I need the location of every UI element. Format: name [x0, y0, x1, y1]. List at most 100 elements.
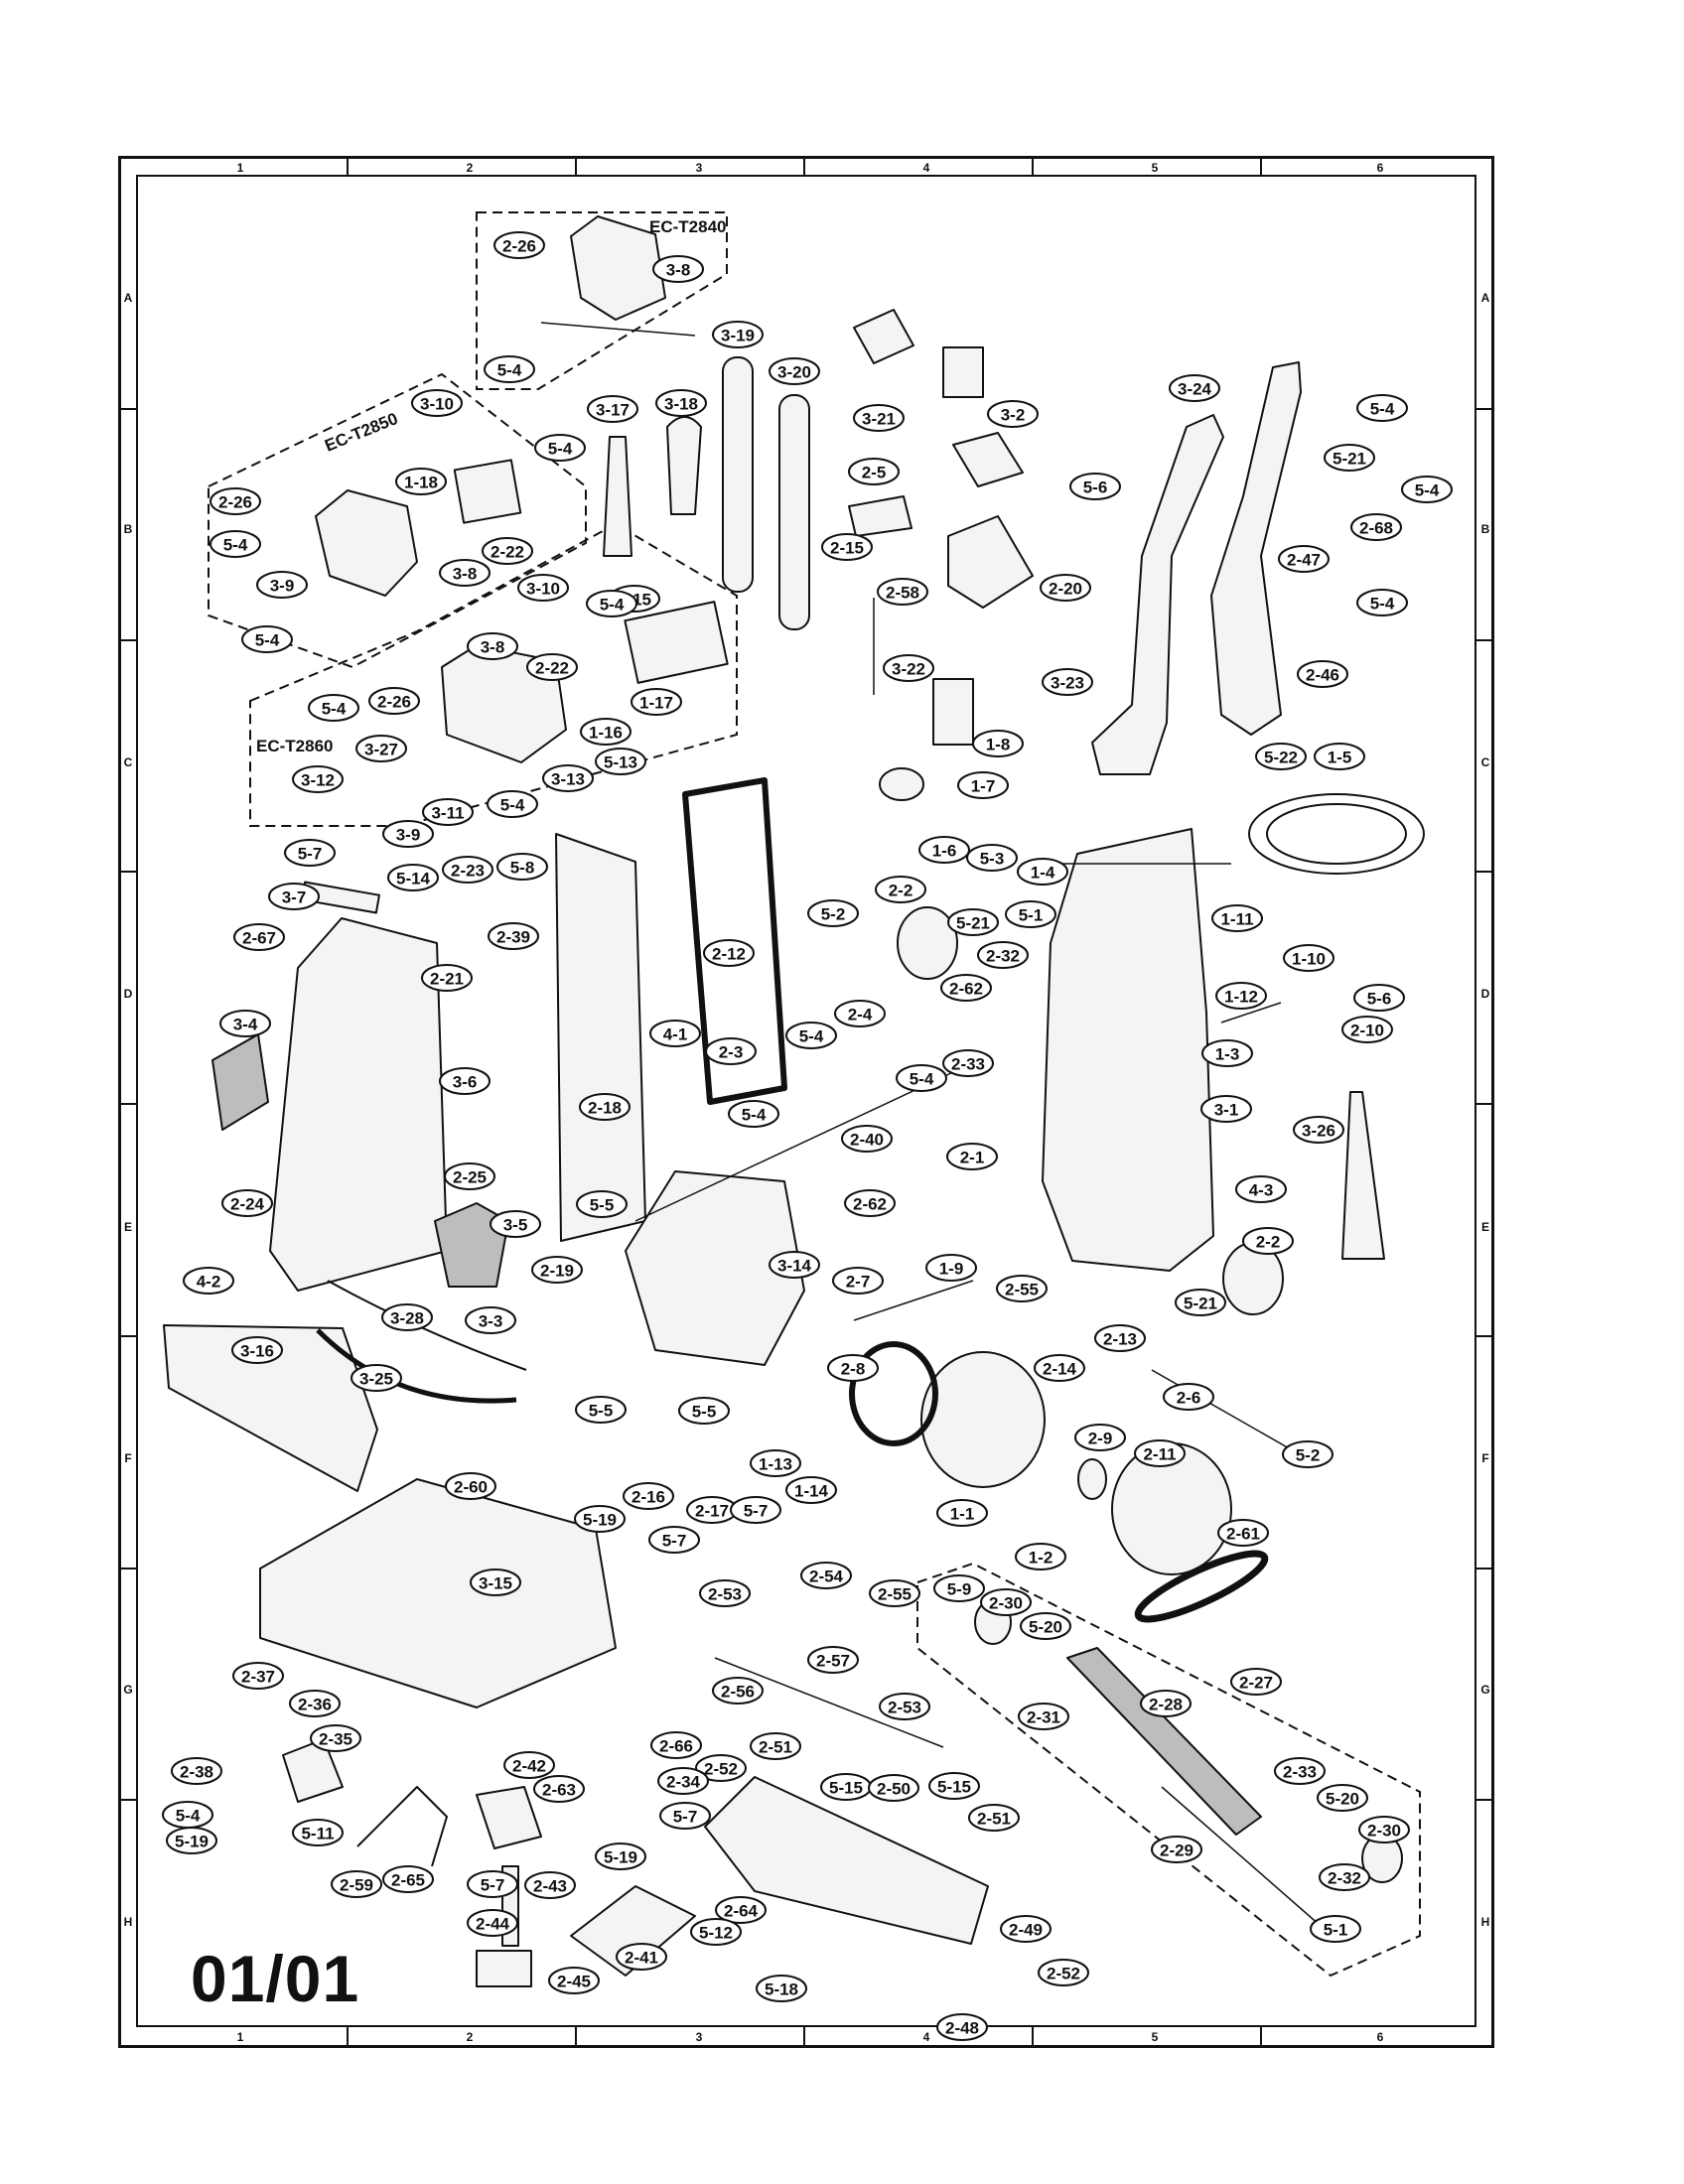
callout-balloon — [310, 1724, 361, 1752]
variant-box-t2850 — [208, 372, 587, 669]
callout-2-32: 2-32 — [977, 941, 1029, 969]
callout-label: 5-5 — [589, 1402, 614, 1421]
callout-2-61: 2-61 — [1217, 1519, 1269, 1547]
callout-label: 3-21 — [862, 410, 896, 429]
callout-5-7: 5-7 — [648, 1526, 700, 1554]
grid-row-right-b: B — [1480, 522, 1490, 536]
callout-balloon — [1163, 1383, 1214, 1411]
callout-label: 3-13 — [551, 770, 585, 789]
callout-balloon — [231, 1336, 283, 1364]
callout-label: 2-33 — [1283, 1763, 1317, 1782]
callout-label: 3-27 — [364, 741, 398, 759]
callout-balloon — [1356, 394, 1408, 422]
callout-2-33: 2-33 — [942, 1049, 994, 1077]
callout-5-7: 5-7 — [467, 1870, 518, 1898]
callout-label: 2-22 — [535, 659, 569, 678]
callout-balloon — [579, 1093, 631, 1121]
callout-3-16: 3-16 — [231, 1336, 283, 1364]
callout-label: 1-16 — [589, 724, 623, 743]
callout-balloon — [268, 883, 320, 910]
callout-5-1: 5-1 — [1310, 1915, 1361, 1943]
callout-balloon — [444, 1162, 495, 1190]
callout-balloon — [868, 1774, 919, 1802]
callout-balloon — [496, 853, 548, 881]
callout-3-6: 3-6 — [439, 1067, 491, 1095]
callout-label: 2-10 — [1350, 1022, 1384, 1040]
callout-balloon — [308, 694, 359, 722]
callout-label: 5-6 — [1367, 990, 1392, 1009]
callout-balloon — [1134, 1439, 1186, 1467]
callout-label: 3-9 — [270, 577, 295, 596]
callout-balloon — [703, 939, 755, 967]
callout-label: 2-41 — [625, 1949, 658, 1968]
callout-label: 2-33 — [951, 1055, 985, 1074]
callout-label: 2-25 — [453, 1168, 487, 1187]
callout-label: 1-5 — [1328, 749, 1352, 767]
grid-col-bottom-4: 4 — [922, 2030, 930, 2044]
callout-label: 2-57 — [816, 1652, 850, 1671]
callout-2-62: 2-62 — [844, 1189, 896, 1217]
callout-5-18: 5-18 — [756, 1975, 807, 2002]
callout-2-18: 2-18 — [579, 1093, 631, 1121]
callout-label: 5-7 — [298, 845, 323, 864]
callout-label: 3-19 — [721, 327, 755, 345]
callout-balloon — [877, 578, 928, 606]
callout-2-27: 2-27 — [1230, 1668, 1282, 1696]
callout-label: 5-22 — [1264, 749, 1298, 767]
callout-balloon — [351, 1364, 402, 1392]
callout-balloon — [292, 765, 344, 793]
callout-label: 5-1 — [1019, 906, 1044, 925]
front-cover-3-6 — [269, 917, 448, 1292]
callout-5-21: 5-21 — [1324, 444, 1375, 472]
callout-3-25: 3-25 — [351, 1364, 402, 1392]
callout-3-2: 3-2 — [987, 400, 1039, 428]
callout-label: 5-2 — [821, 905, 846, 924]
callout-label: 3-10 — [420, 395, 454, 414]
callout-balloon — [807, 1646, 859, 1674]
callout-balloon — [219, 1010, 271, 1037]
callout-label: 2-2 — [1256, 1233, 1281, 1252]
callout-label: 5-21 — [1333, 450, 1366, 469]
callout-balloon — [171, 1757, 222, 1785]
callout-balloon — [1005, 900, 1056, 928]
callout-5-22: 5-22 — [1255, 743, 1307, 770]
callout-3-13: 3-13 — [542, 764, 594, 792]
callout-1-12: 1-12 — [1215, 982, 1267, 1010]
callout-label: 5-4 — [1370, 595, 1395, 614]
callout-5-4: 5-4 — [1401, 476, 1453, 503]
wand-3-19 — [722, 356, 754, 593]
callout-balloon — [1175, 1289, 1226, 1316]
callout-label: 4-2 — [197, 1273, 221, 1292]
callout-2-28: 2-28 — [1140, 1690, 1192, 1717]
callout-label: 5-4 — [799, 1027, 824, 1046]
callout-balloon — [769, 1251, 820, 1279]
callout-balloon — [631, 688, 682, 716]
callout-label: 2-24 — [230, 1195, 265, 1214]
callout-2-15: 2-15 — [821, 533, 873, 561]
motor-1-1 — [920, 1351, 1046, 1488]
grid-col-bottom-5: 5 — [1151, 2030, 1159, 2044]
callout-label: 2-7 — [846, 1273, 871, 1292]
callout-label: 5-11 — [301, 1825, 334, 1843]
callout-label: 2-8 — [841, 1360, 866, 1379]
variant-box-t2840 — [476, 211, 728, 390]
grid-col-bottom-6: 6 — [1376, 2030, 1384, 2044]
callout-balloon — [875, 876, 926, 903]
callout-2-44: 2-44 — [467, 1909, 518, 1937]
callout-balloon — [1310, 1915, 1361, 1943]
callout-balloon — [827, 1354, 879, 1382]
callout-1-7: 1-7 — [957, 771, 1009, 799]
callout-label: 2-62 — [853, 1195, 887, 1214]
callout-4-2: 4-2 — [183, 1267, 234, 1295]
callout-balloon — [807, 899, 859, 927]
callout-label: 3-9 — [396, 826, 421, 845]
callout-balloon — [657, 1767, 709, 1795]
callout-balloon — [946, 1143, 998, 1170]
callout-2-51: 2-51 — [750, 1732, 801, 1760]
grid-col-top-3: 3 — [695, 161, 703, 175]
callout-balloon — [488, 922, 539, 950]
callout-3-1: 3-1 — [1200, 1095, 1252, 1123]
callout-label: 5-8 — [510, 859, 535, 878]
